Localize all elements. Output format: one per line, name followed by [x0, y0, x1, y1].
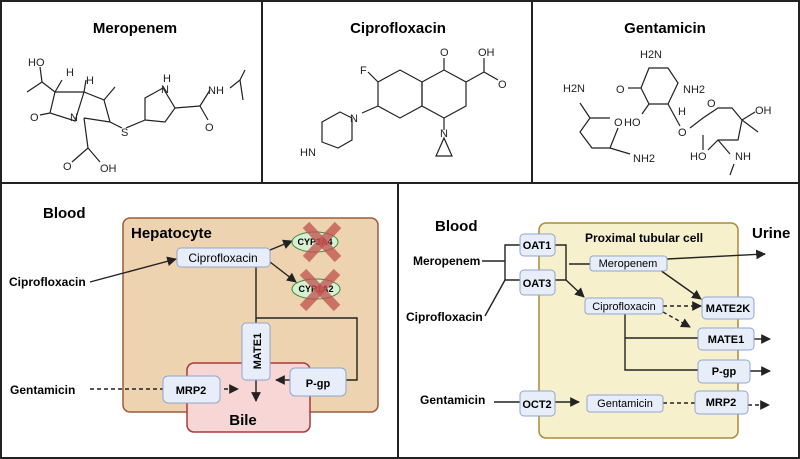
atom-label: H2N [563, 83, 585, 95]
oat1-transporter [519, 233, 556, 257]
oct2-label: OCT2 [522, 399, 551, 411]
gentamicin-title: Gentamicin [624, 20, 706, 37]
cyp1a2-inhibited-x-icon [299, 268, 341, 312]
oat1-label: OAT1 [523, 240, 552, 252]
gentamicin-atoms: H2N H2N O NH2 O HO H O OH O NH2 HO NH [563, 49, 772, 165]
liver-pgp-label: P-gp [306, 378, 331, 390]
liver-mate1-transporter [241, 322, 271, 381]
kidney-efflux-transporters: MATE2K MATE1 P-gp MRP2 [694, 296, 755, 415]
kidney-mrp2-transporter [694, 390, 749, 415]
liver-mrp2-label: MRP2 [176, 385, 207, 397]
atom-label: H [86, 75, 94, 87]
kidney-mrp2-label: MRP2 [706, 397, 737, 409]
atom-label: N [70, 112, 78, 124]
atom-label: H [163, 73, 171, 85]
kidney-arrows [482, 244, 771, 410]
tubular-cell-label: Proximal tubular cell [585, 231, 703, 245]
oat3-transporter [519, 269, 556, 296]
atom-label: O [616, 84, 625, 96]
kidney-intracellular-drugs: Meropenem Ciprofloxacin Gentamicin [584, 255, 668, 413]
kidney-pgp-label: P-gp [712, 366, 737, 378]
atom-label: O [205, 122, 214, 134]
atom-label: S [121, 127, 128, 139]
atom-label: NH2 [683, 84, 705, 96]
atom-label: O [707, 98, 716, 110]
atom-label: N [350, 113, 358, 125]
ciprofloxacin-structure [321, 58, 499, 157]
atom-label: H2N [640, 49, 662, 61]
atom-label: O [614, 117, 623, 129]
kidney-mate1-transporter [697, 327, 755, 351]
mate2k-transporter [701, 296, 755, 320]
atom-label: HO [624, 117, 641, 129]
oat3-label: OAT3 [523, 278, 552, 290]
liver-ciprofloxacin-input-label: Ciprofloxacin [9, 275, 86, 289]
atom-label: O [498, 79, 507, 91]
kidney-pgp-transporter [697, 359, 751, 384]
tubular-gentamicin-node [586, 394, 664, 413]
atom-label: O [678, 127, 687, 139]
hepatocyte-ciprofloxacin-label: Ciprofloxacin [188, 251, 257, 265]
liver-blood-label: Blood [43, 205, 86, 222]
kidney-ciprofloxacin-input-label: Ciprofloxacin [406, 310, 483, 324]
kidney-gentamicin-input-label: Gentamicin [420, 393, 485, 407]
atom-label: O [440, 47, 449, 59]
atom-label: HN [300, 147, 316, 159]
hepatocyte-ciprofloxacin-node [176, 247, 271, 268]
atom-label: O [63, 161, 72, 173]
atom-label: OH [478, 47, 495, 59]
liver-mrp2-transporter [162, 375, 221, 404]
liver-mate1-label: MATE1 [252, 333, 264, 369]
atom-label: HO [690, 151, 707, 163]
oct2-transporter [519, 390, 556, 417]
kidney-meropenem-input-label: Meropenem [413, 254, 480, 268]
atom-label: OH [100, 163, 117, 175]
tubular-meropenem-label: Meropenem [599, 258, 658, 270]
meropenem-atoms: HO H H H N NH O N S O O OH [28, 57, 224, 175]
ciprofloxacin-atoms: O OH O F N HN N [300, 47, 507, 159]
gentamicin-structure [579, 67, 759, 176]
atom-label: H [66, 67, 74, 79]
atom-label: NH [208, 85, 224, 97]
kidney-panel [397, 182, 800, 459]
urine-label: Urine [752, 225, 790, 242]
atom-label: O [30, 112, 39, 124]
tubular-ciprofloxacin-node [584, 297, 664, 315]
ciprofloxacin-title: Ciprofloxacin [350, 20, 446, 37]
cyp3a4-inhibited-x-icon [302, 221, 342, 263]
atom-label: NH [735, 151, 751, 163]
atom-label: N [440, 128, 448, 140]
atom-label: H [678, 106, 686, 118]
atom-label: N [161, 84, 169, 96]
meropenem-structure [26, 66, 246, 163]
tubular-gentamicin-label: Gentamicin [597, 398, 653, 410]
kidney-uptake-transporters: OAT1 OAT3 OCT2 [519, 233, 556, 417]
kidney-blood-label: Blood [435, 218, 478, 235]
kidney-mate1-label: MATE1 [708, 334, 744, 346]
bile-label: Bile [229, 412, 257, 429]
liver-gentamicin-input-label: Gentamicin [10, 383, 75, 397]
liver-pgp-transporter [289, 367, 347, 397]
liver-arrows [89, 239, 358, 402]
hepatocyte-label: Hepatocyte [131, 225, 212, 242]
meropenem-title: Meropenem [93, 20, 177, 37]
mate2k-label: MATE2K [706, 303, 750, 315]
tubular-meropenem-node [589, 255, 668, 272]
atom-label: F [360, 65, 367, 77]
tubular-ciprofloxacin-label: Ciprofloxacin [592, 301, 656, 313]
atom-label: OH [755, 105, 772, 117]
atom-label: NH2 [633, 153, 655, 165]
atom-label: HO [28, 57, 45, 69]
cyp3a4-label: CYP3A4 [297, 237, 332, 247]
